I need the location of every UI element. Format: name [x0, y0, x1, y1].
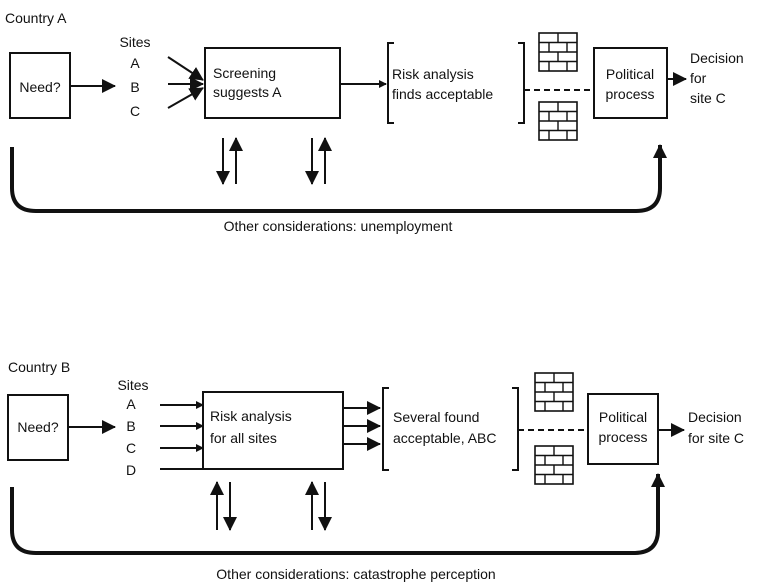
panel-country-a: Country A Need? Sites A B C Screening su…: [5, 10, 744, 234]
panel-country-b: Country B Need? Sites A B C D Risk analy…: [7, 359, 744, 582]
political-label-b: Political: [599, 409, 647, 425]
site-b-label-a: B: [130, 79, 139, 95]
need-box-a: [9, 52, 71, 119]
risk-bracket-right-a: [518, 42, 525, 124]
several-label2-b: acceptable, ABC: [393, 430, 497, 446]
screening-label-a: Screening: [213, 65, 276, 81]
wall-icon-top-b: [534, 372, 574, 412]
risk-label-b: Risk analysis: [210, 408, 292, 424]
wall-icon-top-a: [538, 32, 578, 72]
need-label-b: Need?: [17, 419, 58, 435]
country-b-label: Country B: [8, 359, 70, 375]
political-box-a: [593, 47, 668, 119]
site-d-label-b: D: [126, 462, 136, 478]
risk-label-a: Risk analysis: [392, 66, 474, 82]
political-box-b: [587, 393, 659, 465]
screening-box-a: [204, 47, 341, 119]
decision-label2-b: for site C: [688, 430, 744, 446]
site-arrow-upper-a: [167, 56, 204, 81]
sites-title-a: Sites: [119, 34, 150, 50]
decision-label2-a: for: [690, 70, 707, 86]
site-arrow-lower-a: [167, 87, 204, 109]
risk-bracket-left-a: [387, 42, 394, 124]
several-label-b: Several found: [393, 409, 479, 425]
need-label-a: Need?: [19, 79, 60, 95]
several-bracket-left-b: [382, 387, 389, 471]
several-bracket-right-b: [512, 387, 519, 471]
decision-label-a: Decision: [690, 50, 744, 66]
site-a-label-b: A: [126, 396, 136, 412]
risk-label2-a: finds acceptable: [392, 86, 493, 102]
other-considerations-a: Other considerations: unemployment: [224, 218, 453, 234]
bypass-loop-arrow-b: [10, 473, 665, 555]
wall-icon-bottom-b: [534, 445, 574, 485]
site-a-label-a: A: [130, 55, 140, 71]
site-c-label-b: C: [126, 440, 136, 456]
bypass-loop-arrow-a: [10, 144, 667, 213]
wall-icon-bottom-a: [538, 101, 578, 141]
decision-label-b: Decision: [688, 409, 742, 425]
country-a-label: Country A: [5, 10, 67, 26]
other-considerations-b: Other considerations: catastrophe percep…: [216, 566, 495, 582]
sites-title-b: Sites: [117, 377, 148, 393]
decision-label3-a: site C: [690, 90, 726, 106]
site-c-label-a: C: [130, 103, 140, 119]
political-label-a: Political: [606, 66, 654, 82]
risk-box-b: [202, 391, 344, 470]
screening-label2-a: suggests A: [213, 84, 282, 100]
risk-label2-b: for all sites: [210, 430, 277, 446]
political-label2-a: process: [605, 86, 654, 102]
political-label2-b: process: [598, 429, 647, 445]
site-b-label-b: B: [126, 418, 135, 434]
